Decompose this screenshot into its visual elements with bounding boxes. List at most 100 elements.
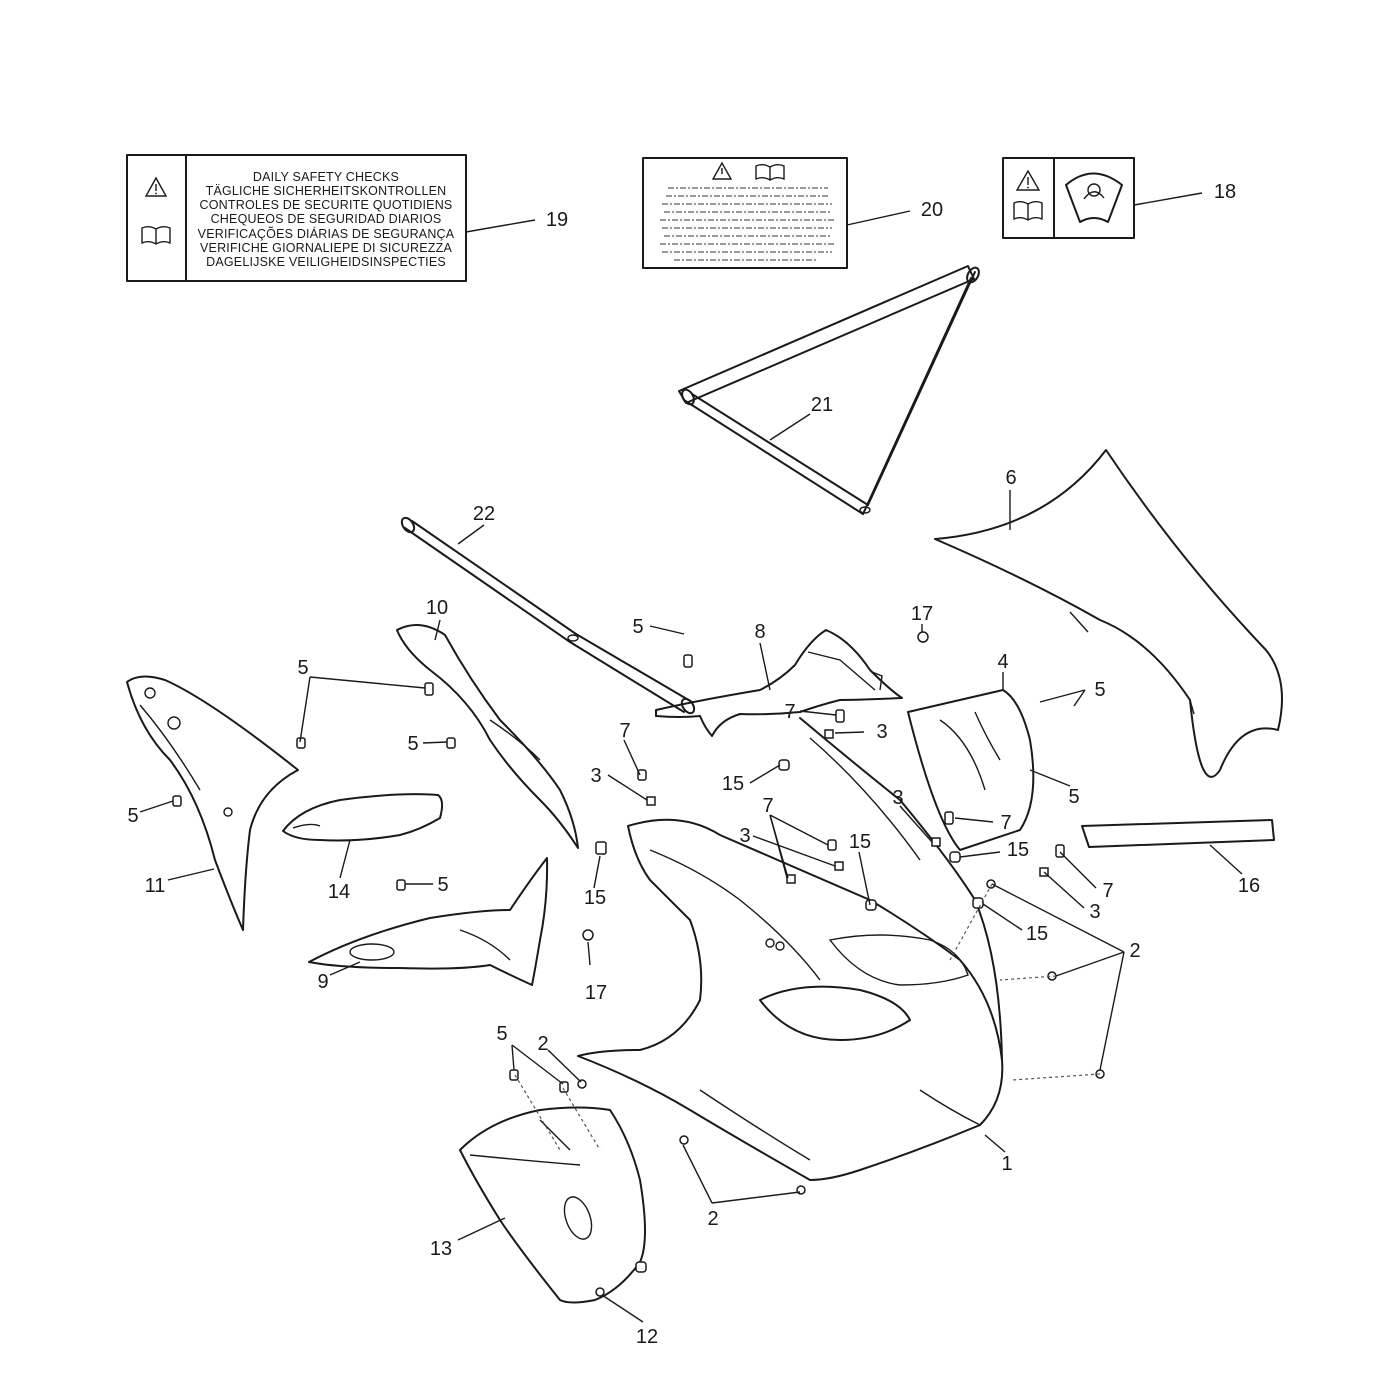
callout-15-top: 15 bbox=[722, 773, 744, 795]
fixing-guides bbox=[514, 883, 1101, 1151]
inner-panel-8 bbox=[655, 629, 903, 737]
screw-icon bbox=[944, 811, 954, 825]
windscreen-cleaning-icon bbox=[1065, 172, 1123, 223]
screw-icon bbox=[446, 737, 456, 749]
callout-15-low: 15 bbox=[1026, 923, 1048, 945]
manual-book-icon bbox=[141, 226, 171, 245]
spring-nut-icon bbox=[635, 1261, 647, 1273]
safety-line-2: TÄGLICHE SICHERHEITSKONTROLLEN bbox=[206, 184, 447, 198]
screw-icon bbox=[172, 795, 182, 807]
screw-icon bbox=[835, 709, 845, 723]
callout-21: 21 bbox=[811, 394, 833, 416]
leader-lines bbox=[139, 192, 1243, 1323]
headlight-bracket-4 bbox=[907, 689, 1035, 851]
callout-2-bottom: 2 bbox=[707, 1208, 718, 1230]
callout-15-left: 15 bbox=[584, 887, 606, 909]
callout-5-mid: 5 bbox=[407, 733, 418, 755]
callout-3-left: 3 bbox=[590, 765, 601, 787]
spring-nut-icon bbox=[865, 899, 877, 911]
safety-line-4: CHEQUEOS DE SEGURIDAD DIARIOS bbox=[211, 212, 442, 226]
callout-2-right: 2 bbox=[1129, 940, 1140, 962]
callout-15-center: 15 bbox=[849, 831, 871, 853]
trim-strip-22-tail bbox=[569, 633, 696, 715]
callout-5-cowl: 5 bbox=[496, 1023, 507, 1045]
nut-icon bbox=[917, 631, 929, 643]
callout-13: 13 bbox=[430, 1238, 452, 1260]
callout-5-bracket-low: 5 bbox=[1068, 786, 1079, 808]
badge-strip-16 bbox=[1081, 819, 1275, 848]
callout-5-panel: 5 bbox=[437, 874, 448, 896]
callout-10: 10 bbox=[426, 597, 448, 619]
callout-7-far-right: 7 bbox=[1102, 880, 1113, 902]
fine-print-text bbox=[660, 187, 834, 261]
windscreen-6 bbox=[934, 449, 1283, 778]
visor-decal bbox=[1002, 157, 1135, 239]
grommet-icon bbox=[595, 1287, 605, 1297]
callout-2-cowl: 2 bbox=[537, 1033, 548, 1055]
clip-icon bbox=[824, 729, 834, 739]
safety-line-6: VERIFICHE GIORNALIEPE DI SICUREZZA bbox=[200, 241, 452, 255]
callout-7-right: 7 bbox=[1000, 812, 1011, 834]
clip-icon bbox=[646, 796, 656, 806]
callout-3-center: 3 bbox=[739, 825, 750, 847]
callout-16: 16 bbox=[1238, 875, 1260, 897]
nut-icon bbox=[582, 929, 594, 941]
grommet-icon bbox=[679, 1135, 689, 1145]
fasteners bbox=[172, 631, 1105, 1297]
warning-triangle-icon bbox=[144, 176, 168, 197]
screw-icon bbox=[637, 769, 647, 781]
callout-3-mid: 3 bbox=[892, 787, 903, 809]
callout-6: 6 bbox=[1005, 467, 1016, 489]
inner-side-panel-10 bbox=[396, 624, 579, 849]
screw-icon bbox=[509, 1069, 519, 1081]
spring-nut-icon bbox=[972, 897, 984, 909]
screw-icon bbox=[396, 879, 406, 891]
callout-1: 1 bbox=[1001, 1153, 1012, 1175]
trim-strip-22 bbox=[400, 516, 579, 643]
warning-triangle-icon bbox=[1015, 169, 1041, 191]
callout-12: 12 bbox=[636, 1326, 658, 1348]
safety-line-1: DAILY SAFETY CHECKS bbox=[253, 170, 399, 184]
trim-strip-21-body bbox=[681, 266, 980, 515]
callout-22: 22 bbox=[473, 503, 495, 525]
screw-icon bbox=[424, 682, 434, 696]
small-panel-14 bbox=[282, 793, 444, 842]
warning-triangle-icon bbox=[711, 161, 733, 180]
spring-nut-icon bbox=[778, 759, 790, 771]
callout-5-left: 5 bbox=[297, 657, 308, 679]
safety-line-3: CONTROLES DE SECURITE QUOTIDIENS bbox=[200, 198, 453, 212]
nose-fairing-1 bbox=[577, 717, 1004, 1181]
callout-5-far-left: 5 bbox=[127, 805, 138, 827]
spring-nut-icon bbox=[949, 851, 961, 863]
callout-3-top: 3 bbox=[876, 721, 887, 743]
callout-17-top: 17 bbox=[911, 603, 933, 625]
clip-icon bbox=[786, 874, 796, 884]
trim-strip-21 bbox=[678, 265, 975, 404]
callout-7-mid: 7 bbox=[762, 795, 773, 817]
callout-7-left: 7 bbox=[619, 720, 630, 742]
clip-icon bbox=[834, 861, 844, 871]
spring-nut-icon bbox=[595, 841, 607, 855]
safety-line-7: DAGELIJSKE VEILIGHEIDSINSPECTIES bbox=[206, 255, 446, 269]
callout-11: 11 bbox=[145, 875, 166, 897]
callout-8: 8 bbox=[754, 621, 765, 643]
callout-20: 20 bbox=[921, 199, 943, 221]
callout-4: 4 bbox=[997, 651, 1008, 673]
callout-3-far-right: 3 bbox=[1089, 901, 1100, 923]
safety-line-5: VERIFICAÇÕES DIÁRIAS DE SEGURANÇA bbox=[198, 226, 455, 241]
warning-decal bbox=[642, 157, 848, 269]
callout-9: 9 bbox=[317, 971, 328, 993]
screw-icon bbox=[827, 839, 837, 851]
callout-17-low: 17 bbox=[585, 982, 607, 1004]
manual-book-icon bbox=[755, 164, 785, 181]
clip-icon bbox=[931, 837, 941, 847]
safety-checks-decal: DAILY SAFETY CHECKS TÄGLICHE SICHERHEITS… bbox=[126, 154, 467, 282]
callout-18: 18 bbox=[1214, 181, 1236, 203]
callout-14: 14 bbox=[328, 881, 350, 903]
lower-inner-panel-9 bbox=[308, 857, 549, 986]
screw-icon bbox=[559, 1081, 569, 1093]
screw-icon bbox=[683, 654, 693, 668]
callout-5-bracket: 5 bbox=[1094, 679, 1105, 701]
